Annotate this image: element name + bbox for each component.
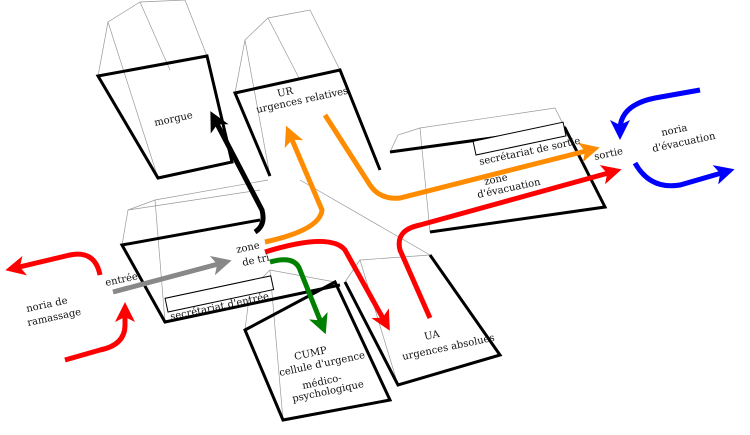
morgue-room — [95, 54, 234, 180]
rooms — [95, 54, 608, 422]
label-ua-name: urgences absolues — [401, 333, 495, 363]
black-morgue-arrow — [210, 111, 266, 235]
label-ur-code: UR — [276, 86, 294, 100]
label-zone-tri-1: zone — [235, 240, 260, 256]
label-ua-code: UA — [423, 329, 441, 343]
ur-room — [232, 68, 382, 177]
secretariat-sortie-box — [472, 121, 567, 156]
secretariat-entree-box — [164, 275, 275, 313]
cump-room — [243, 279, 393, 422]
blue-noria-in-arrow — [610, 87, 701, 140]
ua-room — [343, 254, 503, 387]
red-ua-arrow — [264, 239, 390, 331]
label-ur-name: urgences relatives — [255, 86, 349, 116]
flow-arrows — [5, 87, 735, 363]
orange-exit-arrow — [322, 113, 600, 201]
label-sortie: sortie — [593, 146, 624, 163]
label-noria-evac-1: noria — [660, 123, 688, 139]
red-noria-in-arrow — [64, 302, 135, 363]
red-exit-arrow — [396, 165, 622, 320]
red-noria-out-arrow — [5, 251, 103, 276]
gray-entry-arrow — [112, 255, 232, 295]
label-morgue: morgue — [153, 110, 194, 129]
label-zone-tri-2: de tri — [241, 252, 270, 268]
green-cump-arrow — [269, 257, 328, 335]
label-zone-evac-1: zone — [483, 172, 508, 188]
blue-noria-out-arrow — [632, 161, 735, 189]
orange-ur-arrow — [264, 125, 325, 245]
